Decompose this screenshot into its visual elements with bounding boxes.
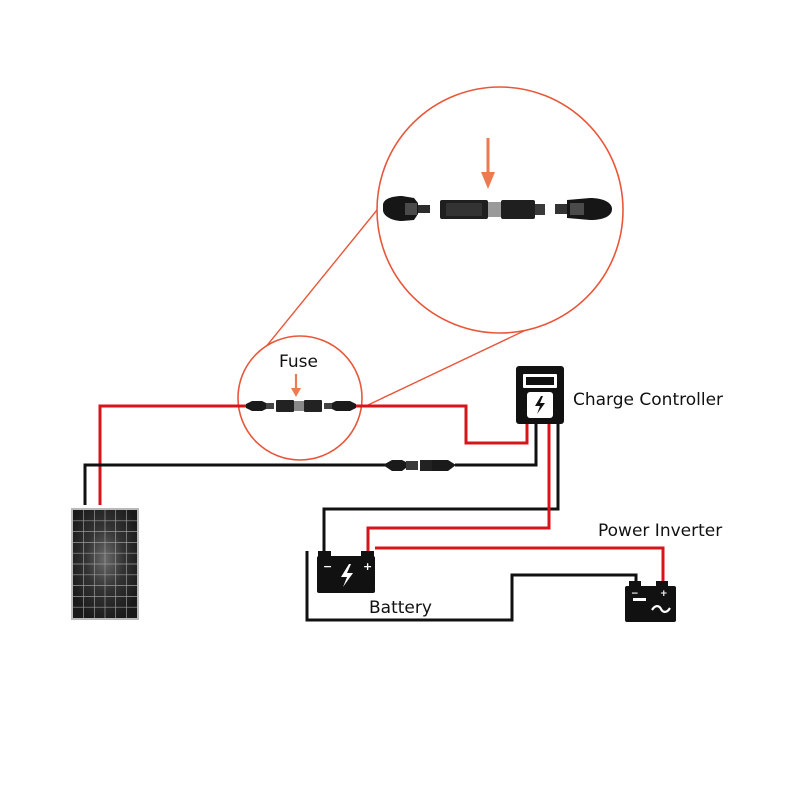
fuse-label: Fuse	[279, 352, 318, 372]
solar-panel-icon	[71, 508, 139, 620]
inverter-positive-terminal: +	[660, 589, 668, 599]
panel-positive-wire	[98, 404, 246, 505]
panel-negative-wire	[83, 463, 392, 505]
fuse-to-controller-wire	[355, 404, 529, 445]
mc4-connector-icon	[383, 460, 456, 471]
battery-to-inverter-positive-wire	[375, 546, 665, 583]
battery-negative-terminal: −	[323, 560, 332, 573]
power-inverter-icon: − +	[625, 581, 676, 622]
zoom-arrow-icon	[481, 138, 495, 189]
battery-icon: − +	[317, 551, 375, 593]
controller-to-battery-positive-wire	[366, 424, 551, 551]
inline-fuse-holder-icon	[246, 400, 356, 412]
controller-to-battery-negative-wire	[322, 424, 560, 551]
battery-positive-terminal: +	[363, 560, 372, 573]
power-inverter-label: Power Inverter	[598, 521, 722, 541]
zoomed-fuse-holder-icon	[383, 196, 612, 221]
fuse-arrow-icon	[291, 374, 301, 397]
inverter-negative-terminal: −	[631, 589, 639, 599]
fuse-circle	[237, 335, 363, 461]
battery-to-inverter-negative-wire	[305, 551, 638, 622]
battery-label: Battery	[369, 598, 432, 618]
charge-controller-label: Charge Controller	[573, 390, 723, 410]
charge-controller-icon	[516, 366, 564, 424]
mc4-to-controller-wire	[455, 424, 538, 467]
wiring	[83, 404, 665, 622]
